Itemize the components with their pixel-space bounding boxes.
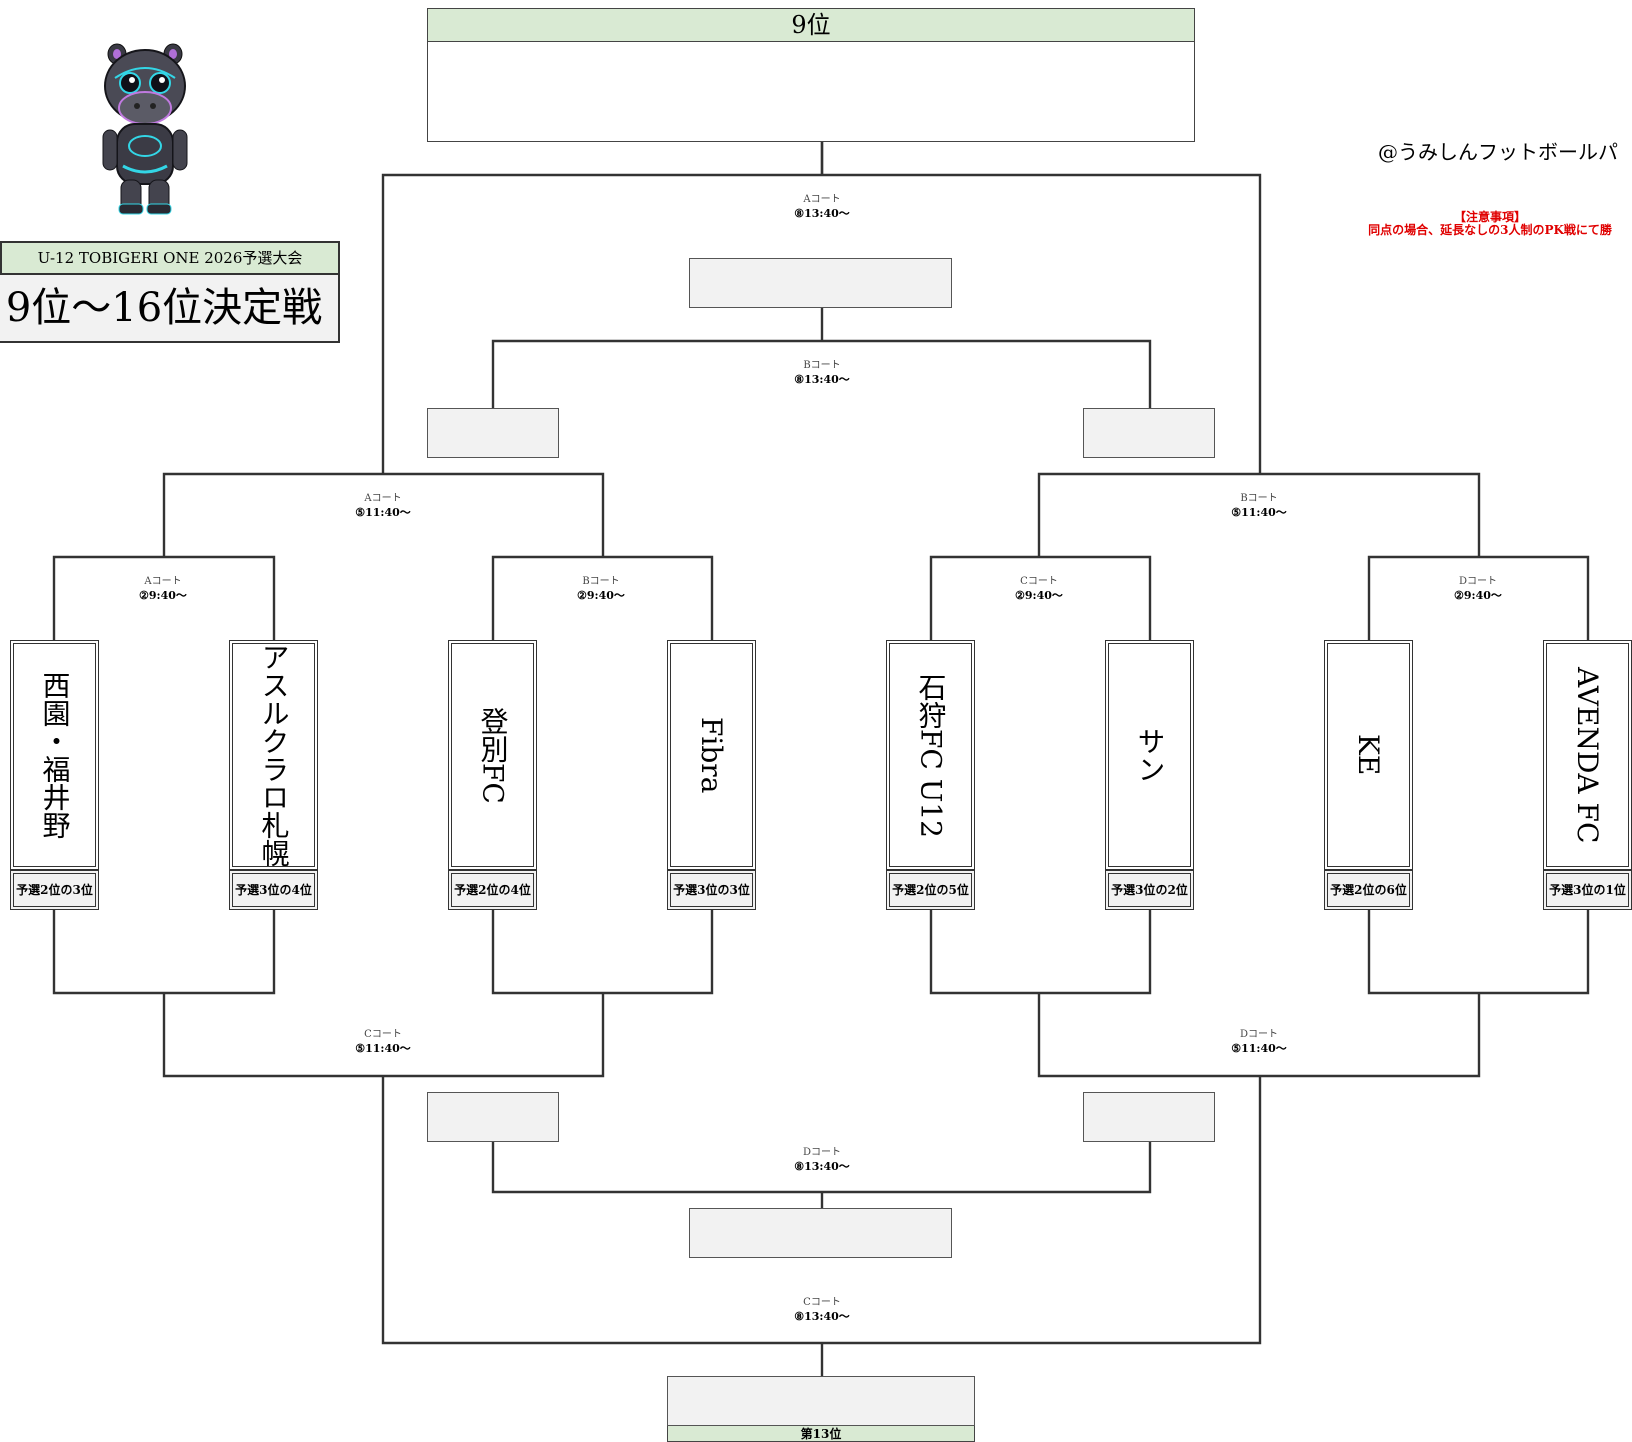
thirteenth-place-label: 第13位: [667, 1426, 975, 1442]
team-seed: 予選2位の6位: [1324, 870, 1413, 910]
match-15th-info: Dコート ⑧13:40〜: [762, 1146, 882, 1174]
match-court: Cコート: [364, 1029, 402, 1040]
match-semi-upper-right-info: Bコート ⑤11:40〜: [1199, 492, 1319, 520]
match-court: Aコート: [803, 194, 841, 205]
page-title: 9位〜16位決定戦: [0, 275, 340, 343]
semi-winner-slot-bottom: [689, 1208, 952, 1258]
team-seed: 予選3位の4位: [229, 870, 318, 910]
team-seed: 予選2位の3位: [10, 870, 99, 910]
match-r1-info: Dコート ②9:40〜: [1418, 575, 1538, 603]
team-box: 西園・福井野: [10, 640, 99, 870]
team-name: KE: [1352, 734, 1385, 776]
match-r1-info: Cコート ②9:40〜: [979, 575, 1099, 603]
match-semi-lower-left-info: Cコート ⑤11:40〜: [323, 1028, 443, 1056]
match-time: ⑧13:40〜: [794, 1160, 850, 1173]
match-time: ⑧13:40〜: [794, 373, 850, 386]
match-court: Bコート: [803, 360, 841, 371]
match-time: ⑤11:40〜: [355, 1042, 411, 1055]
team-box: KE: [1324, 640, 1413, 870]
ninth-place-winner-slot: [427, 42, 1195, 142]
team-box: Fibra: [667, 640, 756, 870]
team-seed: 予選2位の4位: [448, 870, 537, 910]
team-name: アスルクラロ札幌: [257, 643, 291, 867]
match-court: Aコート: [364, 493, 402, 504]
match-time: ⑧13:40〜: [794, 207, 850, 220]
team-seed: 予選2位の5位: [886, 870, 975, 910]
match-time: ⑧13:40〜: [794, 1310, 850, 1323]
robot-hippo-icon: [102, 43, 188, 215]
match-court: Dコート: [1458, 576, 1498, 587]
match-r1-info: Bコート ②9:40〜: [541, 575, 661, 603]
team-name: 登別FC: [476, 706, 510, 804]
match-r1-info: Aコート ②9:40〜: [103, 575, 223, 603]
team-name: AVENDA FC: [1571, 666, 1604, 844]
semi-winner-slot-top: [689, 258, 952, 308]
tournament-subtitle: U-12 TOBIGERI ONE 2026予選大会: [0, 241, 340, 275]
team-seed: 予選3位の1位: [1543, 870, 1632, 910]
match-court: Cコート: [1020, 576, 1058, 587]
thirteenth-place-slot: [667, 1376, 975, 1426]
team-box: アスルクラロ札幌: [229, 640, 318, 870]
team-box: 登別FC: [448, 640, 537, 870]
loser-slot-upper-left: [427, 408, 559, 458]
ninth-place-header: 9位: [427, 8, 1195, 42]
team-name: 石狩FC U12: [914, 672, 948, 838]
team-box: AVENDA FC: [1543, 640, 1632, 870]
notice-heading: 【注意事項】: [1453, 210, 1526, 224]
notice-text: 同点の場合、延長なしの3人制のPK戦にて勝: [1368, 223, 1612, 237]
team-box: 石狩FC U12: [886, 640, 975, 870]
match-court: Dコート: [802, 1147, 842, 1158]
match-time: ②9:40〜: [1454, 589, 1502, 602]
mascot-image: [95, 38, 195, 216]
match-11th-info: Bコート ⑧13:40〜: [762, 359, 882, 387]
team-name: サン: [1133, 727, 1167, 783]
team-box: サン: [1105, 640, 1194, 870]
match-time: ②9:40〜: [1015, 589, 1063, 602]
team-name: Fibra: [695, 716, 728, 794]
match-time: ②9:40〜: [577, 589, 625, 602]
match-court: Bコート: [1240, 493, 1278, 504]
loser-slot-lower-left: [427, 1092, 559, 1142]
match-9th-info: Aコート ⑧13:40〜: [762, 193, 882, 221]
match-semi-lower-right-info: Dコート ⑤11:40〜: [1199, 1028, 1319, 1056]
team-seed: 予選3位の2位: [1105, 870, 1194, 910]
loser-slot-lower-right: [1083, 1092, 1215, 1142]
credit-text: @うみしんフットボールパ: [1378, 140, 1618, 164]
match-time: ⑤11:40〜: [1231, 1042, 1287, 1055]
match-court: Bコート: [582, 576, 620, 587]
match-court: Dコート: [1239, 1029, 1279, 1040]
loser-slot-upper-right: [1083, 408, 1215, 458]
match-time: ⑤11:40〜: [355, 506, 411, 519]
match-time: ②9:40〜: [139, 589, 187, 602]
match-13th-info: Cコート ⑧13:40〜: [762, 1296, 882, 1324]
match-semi-upper-left-info: Aコート ⑤11:40〜: [323, 492, 443, 520]
match-court: Aコート: [144, 576, 182, 587]
match-court: Cコート: [803, 1297, 841, 1308]
notice-block: 【注意事項】 同点の場合、延長なしの3人制のPK戦にて勝: [1361, 211, 1619, 237]
team-seed: 予選3位の3位: [667, 870, 756, 910]
match-time: ⑤11:40〜: [1231, 506, 1287, 519]
team-name: 西園・福井野: [38, 671, 72, 839]
